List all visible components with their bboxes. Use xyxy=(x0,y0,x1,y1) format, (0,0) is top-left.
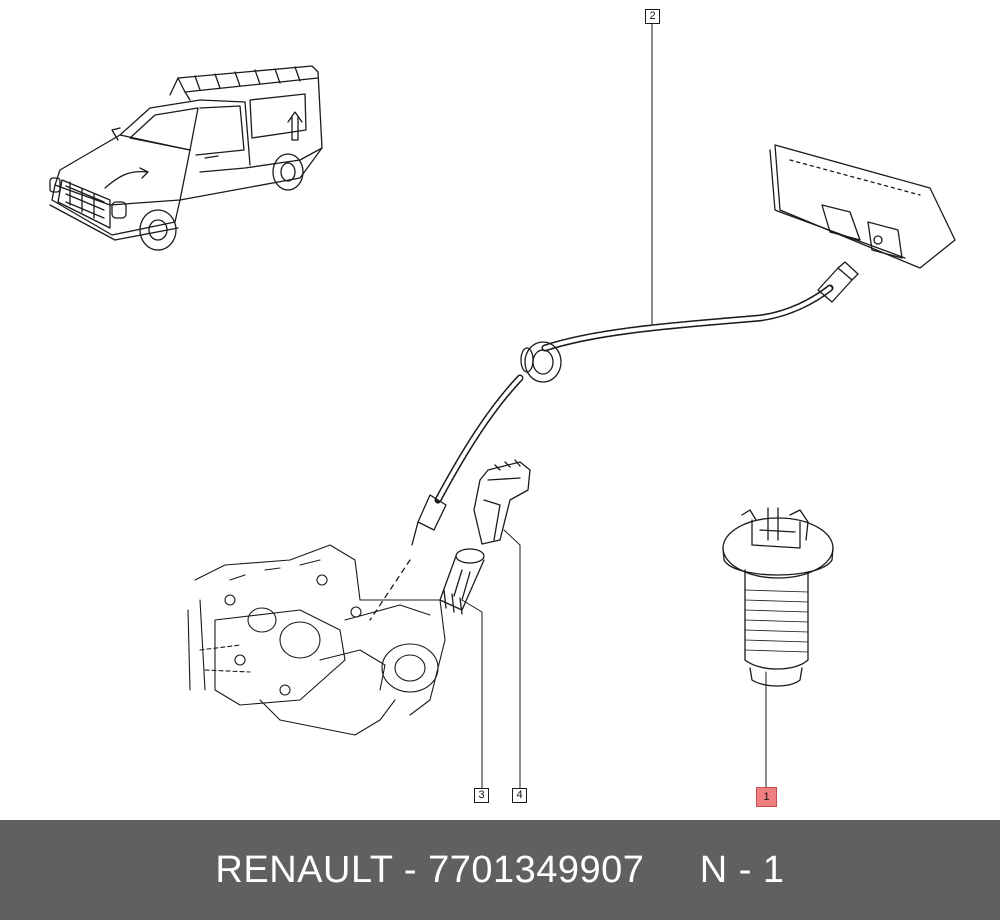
van-illustration xyxy=(49,65,323,251)
position-code: N - 1 xyxy=(699,848,785,891)
callout-part-4: 4 xyxy=(512,788,527,803)
callout-part-2: 2 xyxy=(645,9,660,24)
part-number: 7701349907 xyxy=(428,848,645,891)
leader-lines xyxy=(461,23,767,789)
exploded-view-drawing xyxy=(49,23,956,789)
gearbox-housing xyxy=(187,544,446,736)
speedometer-cable xyxy=(369,261,859,621)
part-info-bar: RENAULT - 7701349907 N - 1 xyxy=(0,820,1000,920)
callout-part-3: 3 xyxy=(474,788,489,803)
brand-name: RENAULT xyxy=(215,848,393,891)
sleeve xyxy=(439,548,485,615)
parts-diagram: 2 3 4 1 xyxy=(49,9,956,807)
separator: - xyxy=(392,848,429,891)
drive-gear xyxy=(473,459,531,545)
instrument-panel xyxy=(769,144,956,269)
fuel-gauge-sender xyxy=(722,507,834,687)
callout-part-1: 1 xyxy=(756,787,777,807)
part-info-text: RENAULT - 7701349907 N - 1 xyxy=(215,849,784,892)
spacer xyxy=(644,849,699,891)
